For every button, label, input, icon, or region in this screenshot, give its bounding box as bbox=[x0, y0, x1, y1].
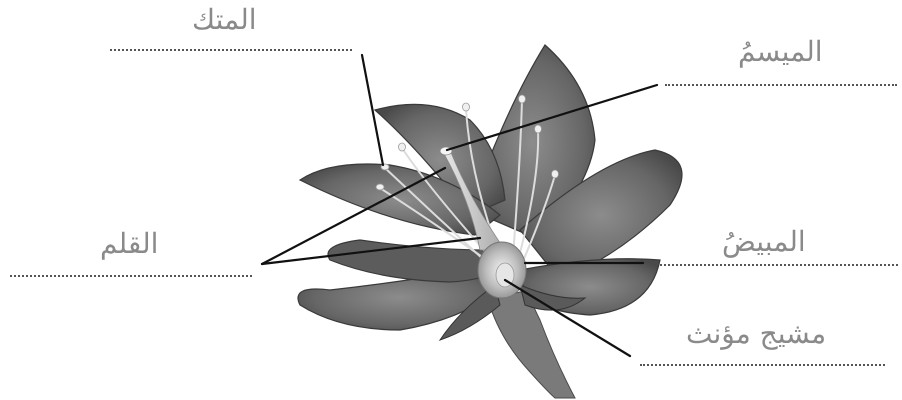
answer-line-stigma bbox=[665, 84, 897, 86]
answer-line-ovary bbox=[660, 264, 898, 266]
anther-3 bbox=[399, 143, 406, 151]
anther-6 bbox=[535, 125, 542, 133]
anther-2 bbox=[376, 184, 384, 190]
anther-4 bbox=[463, 103, 470, 111]
answer-line-style bbox=[10, 275, 252, 277]
label-female-gametophyte: مشيج مؤنث bbox=[686, 320, 826, 348]
label-style: القلم bbox=[100, 230, 158, 258]
answer-line-anther bbox=[110, 49, 352, 51]
anther-7 bbox=[552, 170, 559, 178]
anther-5 bbox=[519, 95, 526, 103]
label-ovary: المبيضُ bbox=[722, 228, 806, 256]
label-stigma: الميسمُ bbox=[738, 38, 823, 66]
answer-line-female-gametophyte bbox=[640, 364, 885, 366]
label-anther: المتك bbox=[192, 6, 257, 34]
